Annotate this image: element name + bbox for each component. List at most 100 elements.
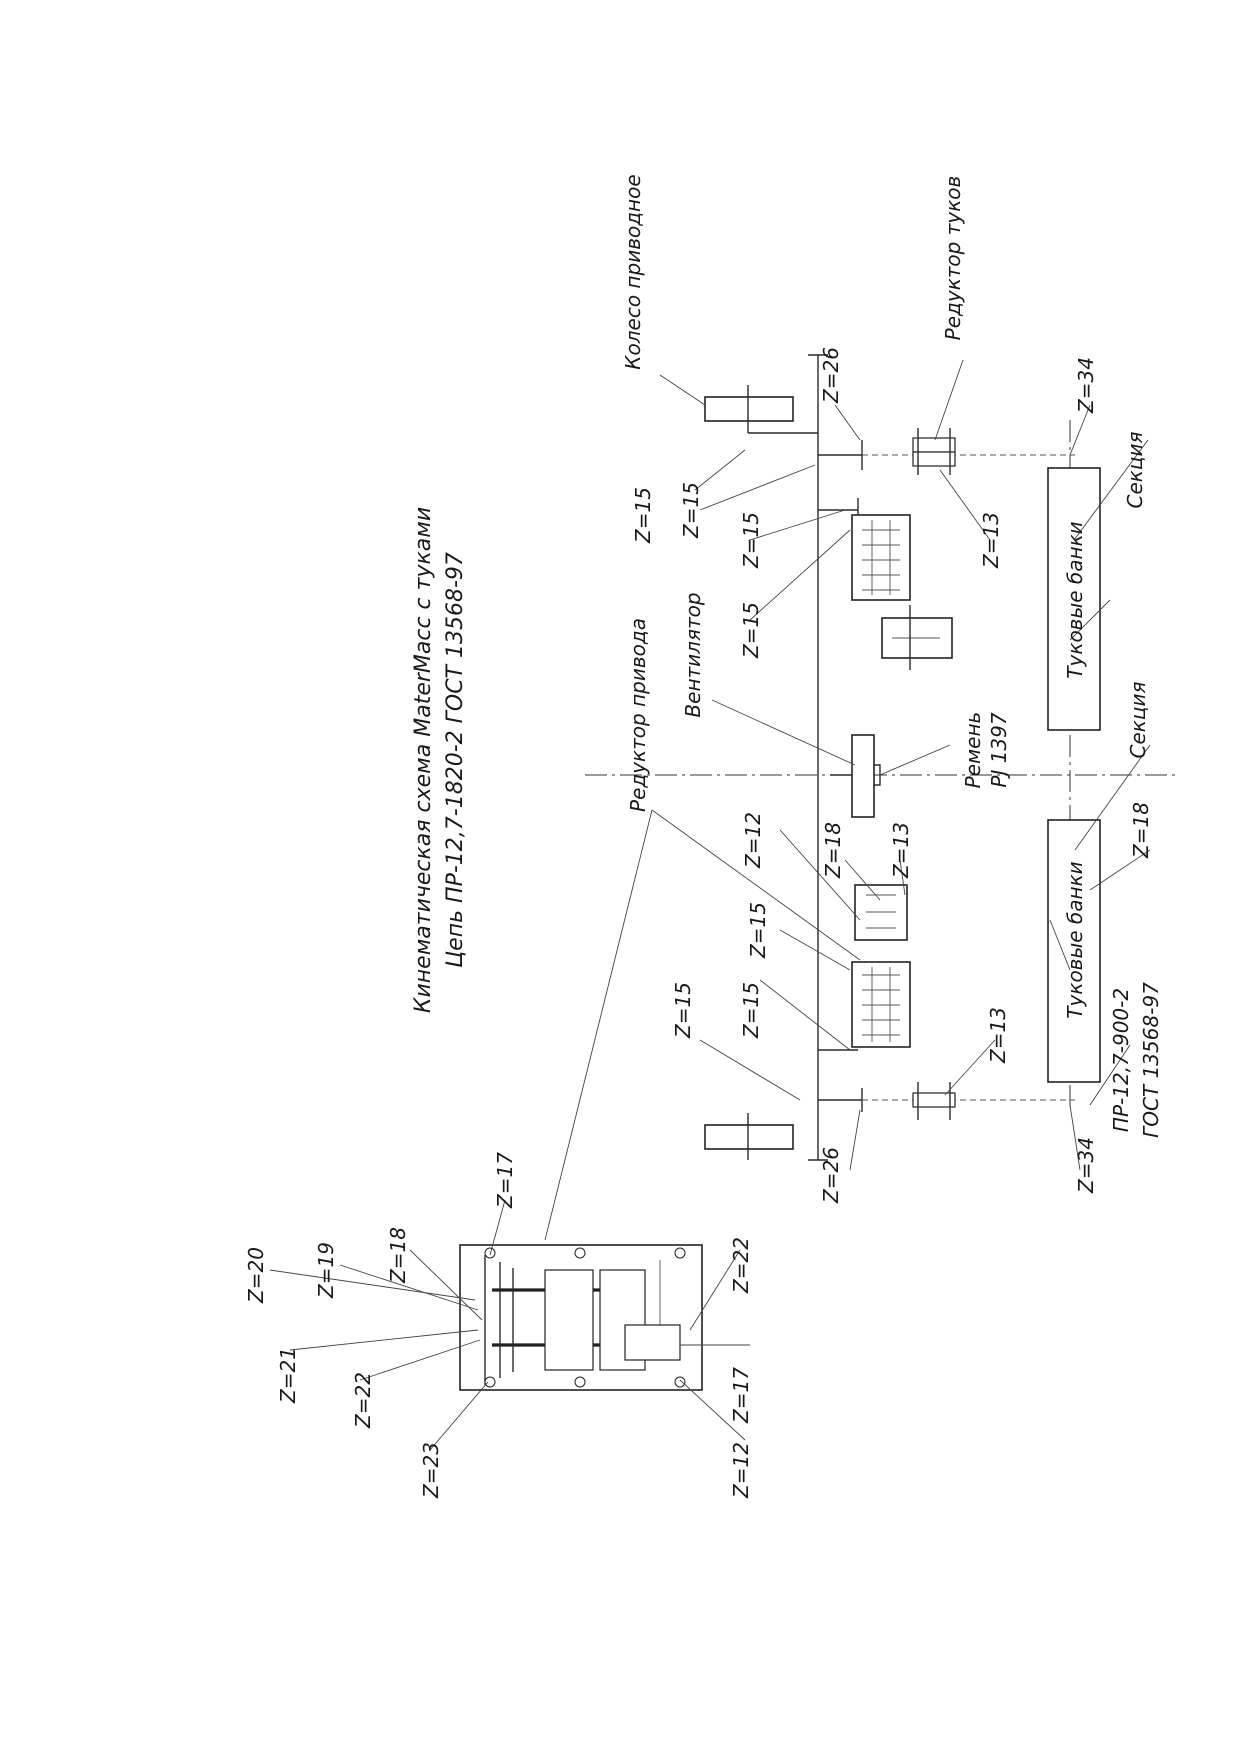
leader-section-mid [1074, 744, 1151, 851]
leader-belt [879, 744, 951, 776]
title-line-1: Кинематическая схема MaterMacc с туками [411, 507, 436, 1013]
label-tanks-bottom: Туковые банки [1063, 861, 1087, 1018]
lower-chain-drive [818, 884, 1075, 1112]
gear-label: Z=34 [1074, 1137, 1098, 1194]
leader-g-z12 [679, 1379, 746, 1441]
leader-z15-a [694, 449, 746, 491]
gear-label: Z=18 [386, 1227, 410, 1284]
gear-label: Z=26 [819, 347, 843, 404]
gear-label: Z=21 [276, 1347, 300, 1404]
gear-label: Z=15 [739, 602, 763, 659]
leader-lines [269, 359, 1151, 1451]
tanks-top-body [1047, 467, 1101, 731]
label-drive-reducer: Редуктор привода [626, 618, 650, 812]
leader-z12-left [779, 829, 861, 921]
leader-z26-top [834, 404, 861, 441]
gear-label: Z=15 [746, 902, 770, 959]
tanks-top [1047, 467, 1101, 731]
leader-z13-top [939, 469, 991, 541]
leader-z15-c [749, 509, 846, 541]
drive-wheel-top [704, 385, 818, 434]
metering-box-bottom-gears [862, 974, 900, 1036]
leader-z13-left-b [944, 1039, 996, 1096]
label-section-top: Секция [1123, 432, 1147, 509]
leader-g-z20 [269, 1269, 476, 1301]
leader-chain-spec [1089, 1044, 1131, 1106]
drive-wheel-top-body [704, 396, 794, 422]
leader-drive-wheel [659, 374, 706, 406]
label-tanks-top: Туковые банки [1063, 521, 1087, 678]
gear-label: Z=15 [739, 512, 763, 569]
metering-box-top-body [851, 514, 911, 601]
bolt-icon [484, 1247, 496, 1259]
section-box-bottom-gears [866, 894, 896, 929]
gear-label: Z=18 [1129, 802, 1153, 859]
leader-z13-left [899, 859, 906, 896]
metering-box-top [851, 514, 911, 601]
bolt-icon [574, 1247, 586, 1259]
bolt-icon [484, 1376, 496, 1388]
leader-z34-bottom [1069, 1104, 1081, 1171]
bolt-icon [674, 1247, 686, 1259]
gear-label: Z=34 [1074, 357, 1098, 414]
leader-g-z22-right [689, 1249, 741, 1331]
gear-label: Z=17 [493, 1152, 517, 1209]
fert-reducer-top-shafts [917, 428, 951, 475]
leader-g-z21 [289, 1329, 479, 1351]
gear-label: Z=22 [351, 1372, 375, 1429]
leader-z15-left-c [699, 1039, 801, 1101]
metering-box-bottom-shafts [871, 967, 891, 1042]
gear-label: Z=19 [314, 1242, 338, 1299]
label-chain-spec-1: ПР-12,7-900-2 [1109, 988, 1133, 1132]
fert-reducer-bottom [912, 1082, 956, 1120]
label-belt-2: PJ 1397 [987, 712, 1011, 787]
leader-z26-bottom [849, 1109, 861, 1171]
fert-reducer-top-gear-a [912, 437, 956, 453]
leader-g-z22 [359, 1339, 481, 1381]
gear-label: Z=26 [819, 1147, 843, 1204]
label-chain-spec-2: ГОСТ 13568-97 [1139, 982, 1163, 1138]
gear-label: Z=23 [419, 1442, 443, 1499]
leader-tanks-top [1069, 599, 1111, 641]
metering-box-top-gears [862, 529, 900, 591]
leader-z15-d [749, 529, 851, 621]
leader-g-z18 [409, 1249, 483, 1321]
fan-body [851, 734, 875, 818]
drive-reducer-housing [459, 1244, 703, 1391]
title-block: Кинематическая схема MaterMacc с туками … [411, 507, 468, 1013]
leader-g-z23 [429, 1381, 489, 1451]
gear-label: Z=15 [631, 487, 655, 544]
label-belt-1: Ремень [961, 712, 985, 789]
fert-reducer-top-gear-b [912, 451, 956, 467]
gear-label: Z=18 [821, 822, 845, 879]
reducer-drum-a [544, 1269, 594, 1371]
fan-assembly [830, 734, 881, 818]
metering-box-mid [881, 605, 953, 670]
fert-reducer-top [912, 428, 956, 475]
reducer-output-gear [624, 1324, 681, 1361]
leader-tanks-bottom [1049, 919, 1071, 971]
leader-g-z17-top [489, 1199, 506, 1256]
leader-g-z19 [339, 1264, 479, 1311]
gear-label: Z=12 [729, 1442, 753, 1499]
section-box-bottom [854, 884, 908, 941]
bolt-icon [574, 1376, 586, 1388]
gear-label: Z=17 [729, 1367, 753, 1424]
bolt-icon [674, 1376, 686, 1388]
label-fan: Вентилятор [681, 592, 705, 717]
gear-label: Z=13 [986, 1007, 1010, 1064]
gear-label: Z=15 [671, 982, 695, 1039]
main-shaft [808, 354, 828, 1161]
gear-label: Z=22 [729, 1237, 753, 1294]
leader-fan [711, 699, 856, 766]
leader-z34-top [1069, 404, 1091, 456]
label-section-mid: Секция [1126, 682, 1150, 759]
component-labels: Колесо приводное Редуктор туков Редуктор… [621, 174, 1163, 1138]
gear-label: Z=15 [739, 982, 763, 1039]
drive-wheel-bottom [704, 1113, 794, 1160]
leader-z15-left-b [759, 979, 851, 1051]
metering-box-top-shafts [871, 520, 891, 595]
tanks-bottom-body [1047, 819, 1101, 1083]
fert-reducer-bottom-shafts [917, 1082, 951, 1120]
